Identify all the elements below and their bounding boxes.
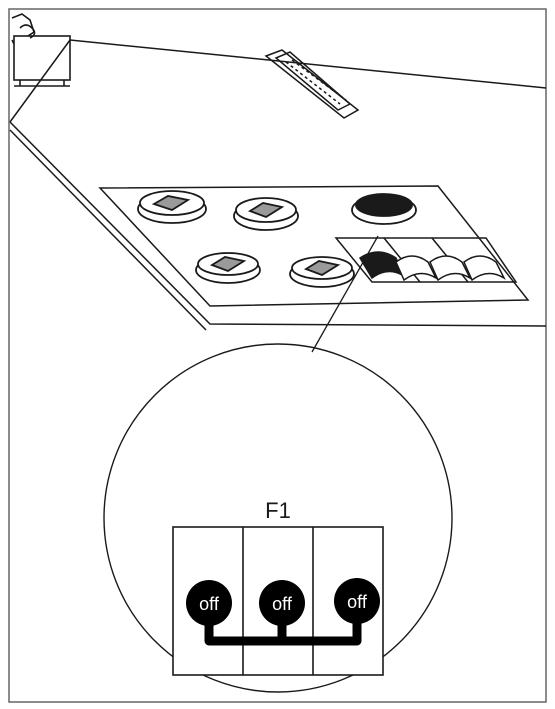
magnifier-circle: [103, 343, 453, 693]
connector: [264, 49, 360, 119]
fuse-switch-label: off: [272, 594, 293, 614]
knob: [195, 252, 261, 284]
fuse-switch-3: off: [334, 578, 380, 624]
outer-frame: [8, 8, 547, 703]
fuse-holder: [334, 237, 518, 283]
knob: [137, 190, 207, 224]
fuse-switch-knob: [259, 580, 305, 626]
board-outline: [9, 39, 547, 331]
fuse-switch-2: off: [259, 580, 305, 626]
fuse-switch-knob: [334, 578, 380, 624]
knob: [289, 256, 355, 288]
fuse-switch-1: off: [186, 580, 232, 626]
knob-dark: [351, 193, 417, 225]
control-panel: [98, 185, 530, 307]
corner-bracket: [11, 13, 71, 87]
fuse-switch-label: off: [199, 594, 220, 614]
callout-leader: [311, 235, 379, 353]
fuse-block-label: F1: [265, 498, 291, 523]
fuse-switch-knob: [186, 580, 232, 626]
knob: [233, 197, 299, 231]
fuse-switch-label: off: [347, 592, 368, 612]
